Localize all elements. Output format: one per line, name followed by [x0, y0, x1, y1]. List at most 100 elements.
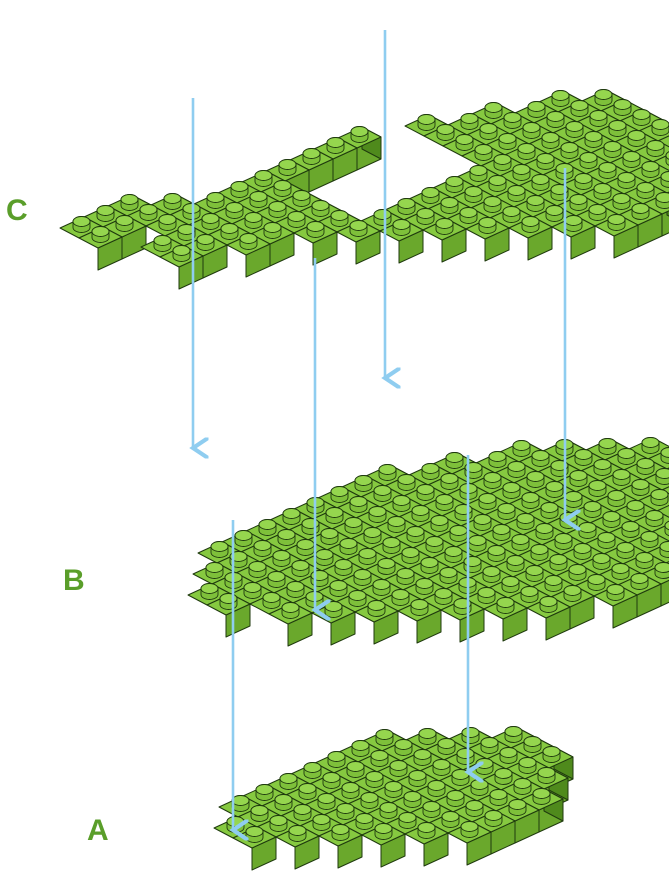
layer-a-bricks	[213, 726, 574, 871]
stud	[521, 492, 540, 509]
stud	[540, 502, 559, 519]
stud	[312, 814, 331, 831]
stud	[403, 791, 422, 808]
stud	[269, 815, 288, 832]
stud	[327, 751, 346, 768]
stud	[279, 773, 298, 790]
stud	[353, 569, 372, 586]
stud	[292, 190, 311, 207]
stud	[415, 578, 434, 595]
stud	[612, 469, 631, 486]
stud	[267, 571, 286, 588]
stud	[384, 781, 403, 798]
stud	[397, 198, 416, 215]
stud	[527, 101, 546, 118]
stud	[626, 500, 645, 517]
stud	[603, 141, 622, 158]
stud	[640, 531, 659, 548]
stud	[511, 534, 530, 551]
stud	[630, 573, 649, 590]
stud	[483, 472, 502, 489]
stud	[570, 100, 589, 117]
stud	[293, 804, 312, 821]
stud	[373, 485, 392, 502]
stud	[358, 548, 377, 565]
layer-label-b: B	[63, 564, 85, 597]
stud	[360, 792, 379, 809]
stud	[349, 220, 368, 237]
stud	[483, 196, 502, 213]
stud	[406, 526, 425, 543]
stud	[480, 737, 499, 754]
stud	[488, 451, 507, 468]
stud	[311, 200, 330, 217]
stud	[608, 120, 627, 137]
stud	[418, 728, 437, 745]
stud	[350, 126, 369, 143]
stud	[484, 102, 503, 119]
stud	[536, 153, 555, 170]
stud	[655, 468, 669, 485]
stud	[336, 803, 355, 820]
stud	[249, 191, 268, 208]
stud	[554, 533, 573, 550]
stud	[460, 113, 479, 130]
stud	[172, 245, 191, 262]
stud	[341, 782, 360, 799]
stud	[463, 556, 482, 573]
stud	[268, 201, 287, 218]
stud	[588, 480, 607, 497]
stud	[498, 133, 517, 150]
stud	[593, 183, 612, 200]
stud	[530, 544, 549, 561]
stud	[499, 747, 518, 764]
stud	[392, 219, 411, 236]
stud	[469, 165, 488, 182]
stud	[460, 821, 479, 838]
stud	[296, 539, 315, 556]
stud	[425, 536, 444, 553]
stud	[496, 597, 515, 614]
stud	[477, 587, 496, 604]
stud	[526, 471, 545, 488]
stud	[391, 589, 410, 606]
stud	[651, 119, 669, 136]
stud	[413, 749, 432, 766]
stud	[378, 464, 397, 481]
stud	[521, 216, 540, 233]
stud	[396, 568, 415, 585]
stud	[375, 729, 394, 746]
stud	[301, 518, 320, 535]
stud	[370, 750, 389, 767]
stud	[493, 154, 512, 171]
stud	[225, 202, 244, 219]
stud	[545, 205, 564, 222]
stud	[392, 495, 411, 512]
stud	[286, 581, 305, 598]
layer-label-c: C	[6, 194, 28, 227]
stud	[542, 746, 561, 763]
stud	[401, 547, 420, 564]
stud	[440, 473, 459, 490]
stud	[492, 524, 511, 541]
stud	[344, 517, 363, 534]
stud	[334, 559, 353, 576]
stud	[497, 503, 516, 520]
stud	[196, 234, 215, 251]
stud	[461, 727, 480, 744]
stud	[451, 769, 470, 786]
stud	[459, 207, 478, 224]
stud	[539, 596, 558, 613]
stud	[317, 793, 336, 810]
stud	[326, 137, 345, 154]
stud	[315, 549, 334, 566]
stud	[508, 799, 527, 816]
stud	[411, 505, 430, 522]
stud	[470, 779, 489, 796]
stud	[322, 772, 341, 789]
brick-top-face	[656, 504, 669, 518]
stud	[621, 521, 640, 538]
stud	[545, 481, 564, 498]
stud	[646, 140, 665, 157]
stud	[594, 89, 613, 106]
